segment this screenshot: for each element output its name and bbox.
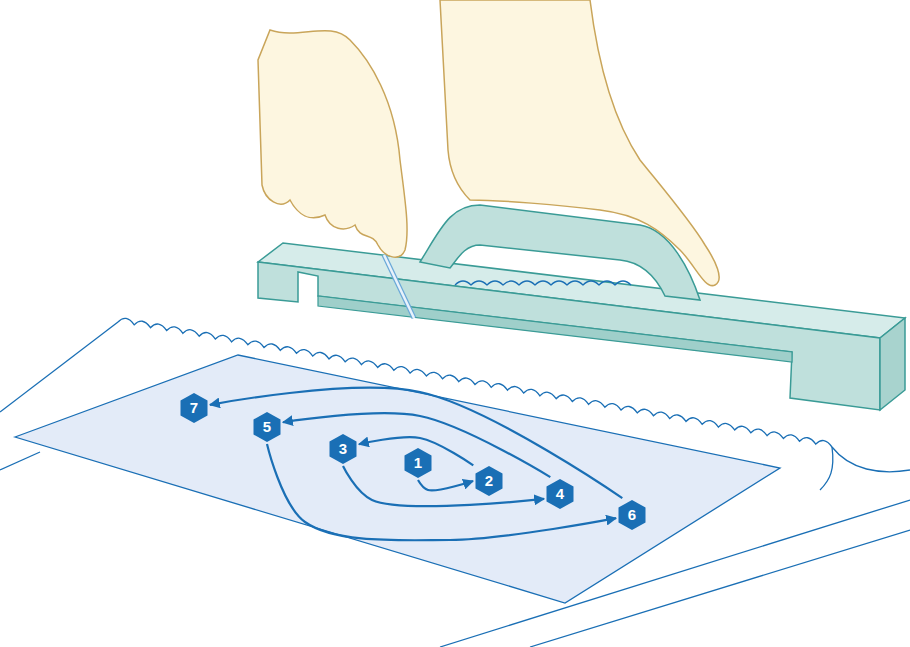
callout-number: 5	[252, 411, 282, 443]
step-hexagon: 1	[403, 447, 433, 479]
callout-number: 2	[474, 465, 504, 497]
blade	[384, 255, 414, 318]
film-sheet	[15, 355, 780, 603]
step-hexagon: 6	[617, 499, 647, 531]
step-hexagon: 3	[328, 433, 358, 465]
callout-number: 7	[179, 392, 209, 424]
right-hand	[440, 0, 719, 286]
tape-edge	[455, 281, 631, 285]
paper-edge	[0, 452, 40, 470]
step-hexagon: 5	[252, 411, 282, 443]
paper-edge	[832, 447, 910, 472]
paper-edge	[820, 447, 833, 490]
tool-slot	[318, 296, 792, 362]
callout-number: 1	[403, 447, 433, 479]
blade	[384, 255, 414, 318]
callout-number: 3	[328, 433, 358, 465]
step-hexagon: 4	[545, 478, 575, 510]
step-hexagon: 2	[474, 465, 504, 497]
callout-number: 6	[617, 499, 647, 531]
callout-number: 4	[545, 478, 575, 510]
step-hexagon: 7	[179, 392, 209, 424]
sequence-arrow	[343, 466, 544, 506]
tool-end	[880, 318, 905, 410]
sequence-arrow	[418, 480, 473, 490]
sequence-arrow	[267, 444, 616, 540]
paper-edge	[0, 322, 118, 412]
left-hand	[258, 30, 407, 257]
